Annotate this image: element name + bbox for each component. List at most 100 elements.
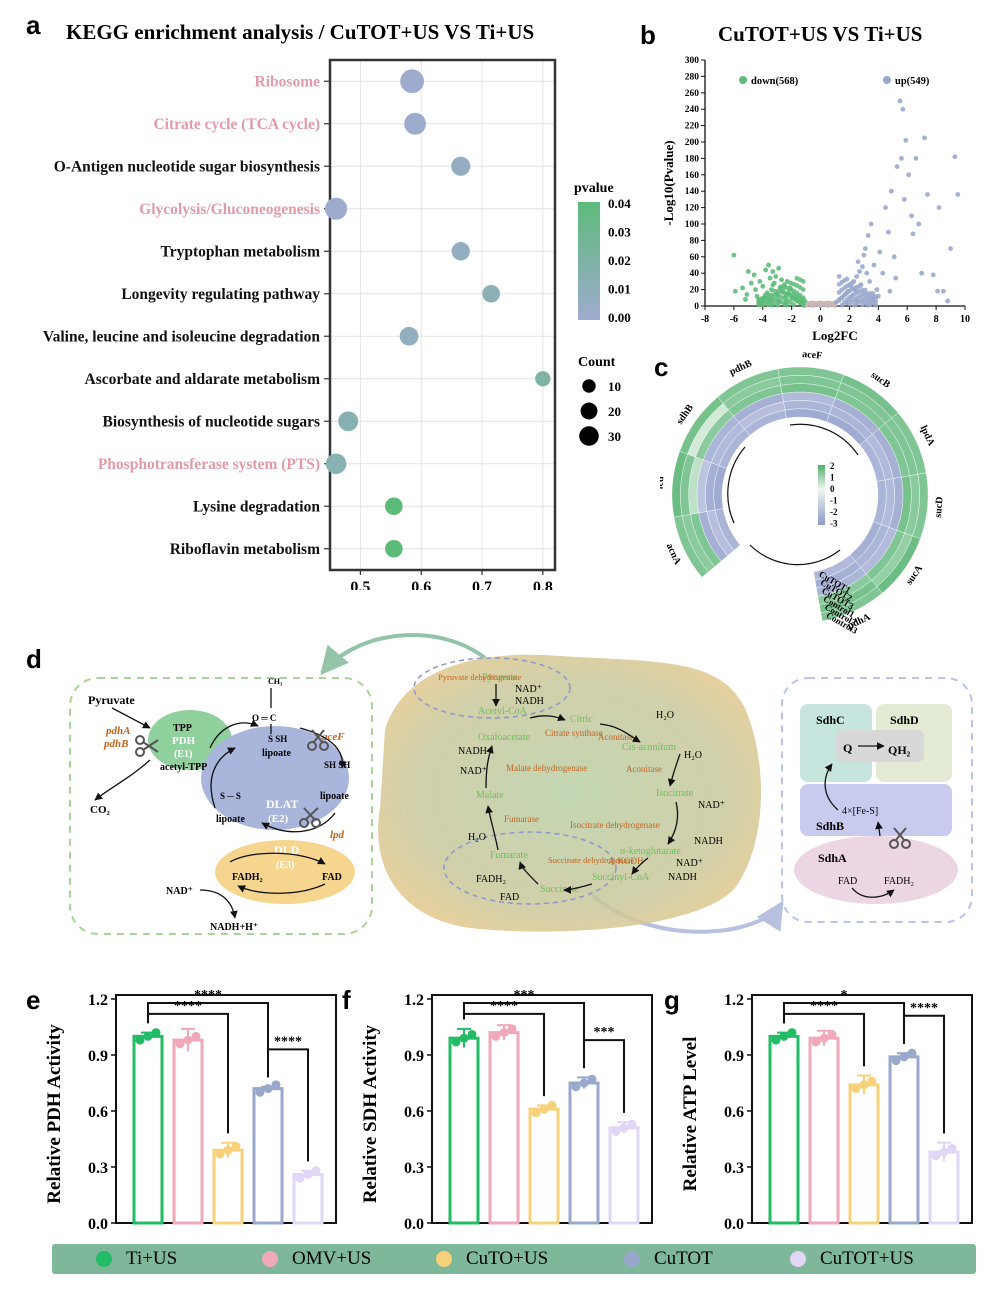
volcano-point (744, 292, 750, 297)
d-mid-nad-kg: NAD⁺ (676, 858, 703, 869)
replicate-dot (507, 1024, 517, 1034)
replicate-dot (619, 1123, 629, 1133)
dendrogram (727, 423, 859, 566)
d-mid-nad-iso: NAD⁺ (698, 800, 725, 811)
volcano-point (800, 295, 806, 301)
volcano-point (797, 292, 803, 298)
replicate-dot (547, 1100, 557, 1110)
legend-pvalue-title: pvalue (574, 181, 614, 196)
bar (568, 1081, 600, 1225)
x-tick-label: -6 (730, 314, 738, 325)
d-right-q: Q (843, 741, 852, 755)
volcano-point (857, 269, 862, 274)
d-left-e3: (E3) (276, 860, 294, 871)
bubble (451, 242, 470, 261)
legend-item: CuTOT+US (790, 1244, 914, 1274)
replicate-dot (183, 1035, 193, 1045)
significance-bracket (783, 1002, 905, 1044)
replicate-dot (867, 1076, 877, 1086)
cell-body (378, 654, 762, 932)
replicate-dot (499, 1028, 509, 1038)
heatmap-scale-label: 1 (830, 473, 835, 483)
d-left-nadh: NADH+H⁺ (210, 922, 258, 933)
x-axis-title: Log2FC (812, 328, 858, 343)
d-left-lipoate-top: lipoate (262, 748, 291, 759)
y-tick-label: 200 (685, 138, 700, 148)
volcano-point (922, 135, 927, 141)
panel-label-g: g (664, 985, 680, 1015)
volcano-point (854, 300, 860, 306)
volcano-point (841, 278, 847, 283)
significance-label: * (841, 988, 848, 1003)
legend-dot (96, 1251, 112, 1267)
replicate-dot (135, 1035, 145, 1045)
count-legend-dot (580, 402, 598, 420)
d-left-lipoate-right: lipoate (320, 791, 349, 802)
volcano-point (935, 288, 940, 294)
volcano-point (860, 264, 865, 270)
bar (528, 1107, 560, 1225)
d-mid-fumarase: Fumarase (504, 814, 539, 824)
bubble (325, 197, 348, 220)
heatmap-scale-label: -1 (830, 496, 838, 506)
volcano-point (865, 233, 871, 238)
volcano-point (854, 274, 860, 279)
pathway-label: Ascorbate and aldarate metabolism (85, 371, 321, 388)
replicate-dot (899, 1052, 909, 1062)
pathway-label: Lysine degradation (193, 498, 320, 515)
legend-up-dot (883, 76, 891, 84)
bar (608, 1126, 640, 1225)
pathway-label: Citrate cycle (TCA cycle) (153, 116, 320, 133)
d-mid-nad-top: NAD⁺ (515, 684, 542, 695)
d-mid-aconitase2: Aconitase (626, 764, 662, 774)
gene-label: pdhB (728, 358, 754, 378)
d-left-lipoate-left: lipoate (216, 814, 245, 825)
title-b: CuTOT+US VS Ti+US (718, 22, 923, 46)
y-tick-label: 0.9 (88, 1048, 108, 1065)
legend-dot (624, 1251, 640, 1267)
volcano-point (778, 299, 784, 305)
pathway-label: Longevity regulating pathway (121, 286, 320, 303)
dld-e3-blob (215, 840, 355, 904)
d-mid-nadh-kg: NADH (668, 872, 697, 883)
y-tick-label: 1.2 (88, 992, 108, 1009)
volcano-point (788, 286, 793, 292)
replicate-dot (947, 1143, 957, 1153)
legend-dot (262, 1251, 278, 1267)
heatmap-cell (820, 586, 883, 622)
volcano-point (763, 267, 769, 273)
volcano-point (910, 231, 916, 237)
y-tick-label: 100 (685, 220, 700, 230)
d-left-lpd: lpd (330, 829, 345, 841)
bubble (325, 453, 347, 475)
scissors-icon (135, 729, 329, 828)
volcano-point (940, 288, 946, 294)
volcano-point (775, 302, 781, 308)
d-left-dlat: DLAT (266, 797, 298, 811)
volcano-point (776, 265, 782, 271)
volcano-point (897, 98, 903, 104)
pathway-label: Biosynthesis of nucleotide sugars (103, 413, 320, 430)
gene-label: lpdA (918, 424, 937, 448)
volcano-point (769, 292, 774, 298)
bubble (400, 69, 424, 94)
replicate-dot (779, 1031, 789, 1041)
gene-label: sdhB (674, 402, 696, 426)
x-tick-label: 2 (847, 314, 852, 325)
sdh-complex-box (781, 677, 973, 923)
significance-bracket (583, 1039, 625, 1113)
panel-label-c: c (654, 352, 669, 382)
succinate-highlight-ring (443, 831, 617, 905)
volcano-point (913, 156, 919, 161)
bubble (451, 156, 471, 176)
replicate-dot (587, 1074, 597, 1084)
y-tick-label: 160 (685, 171, 700, 181)
volcano-point (900, 106, 906, 112)
count-legend-label: 10 (608, 379, 621, 394)
pathway-label: Phosphotransferase system (PTS) (98, 456, 320, 473)
pathway-label: O-Antigen nucleotide sugar biosynthesis (54, 158, 320, 175)
volcano-point (901, 197, 907, 202)
